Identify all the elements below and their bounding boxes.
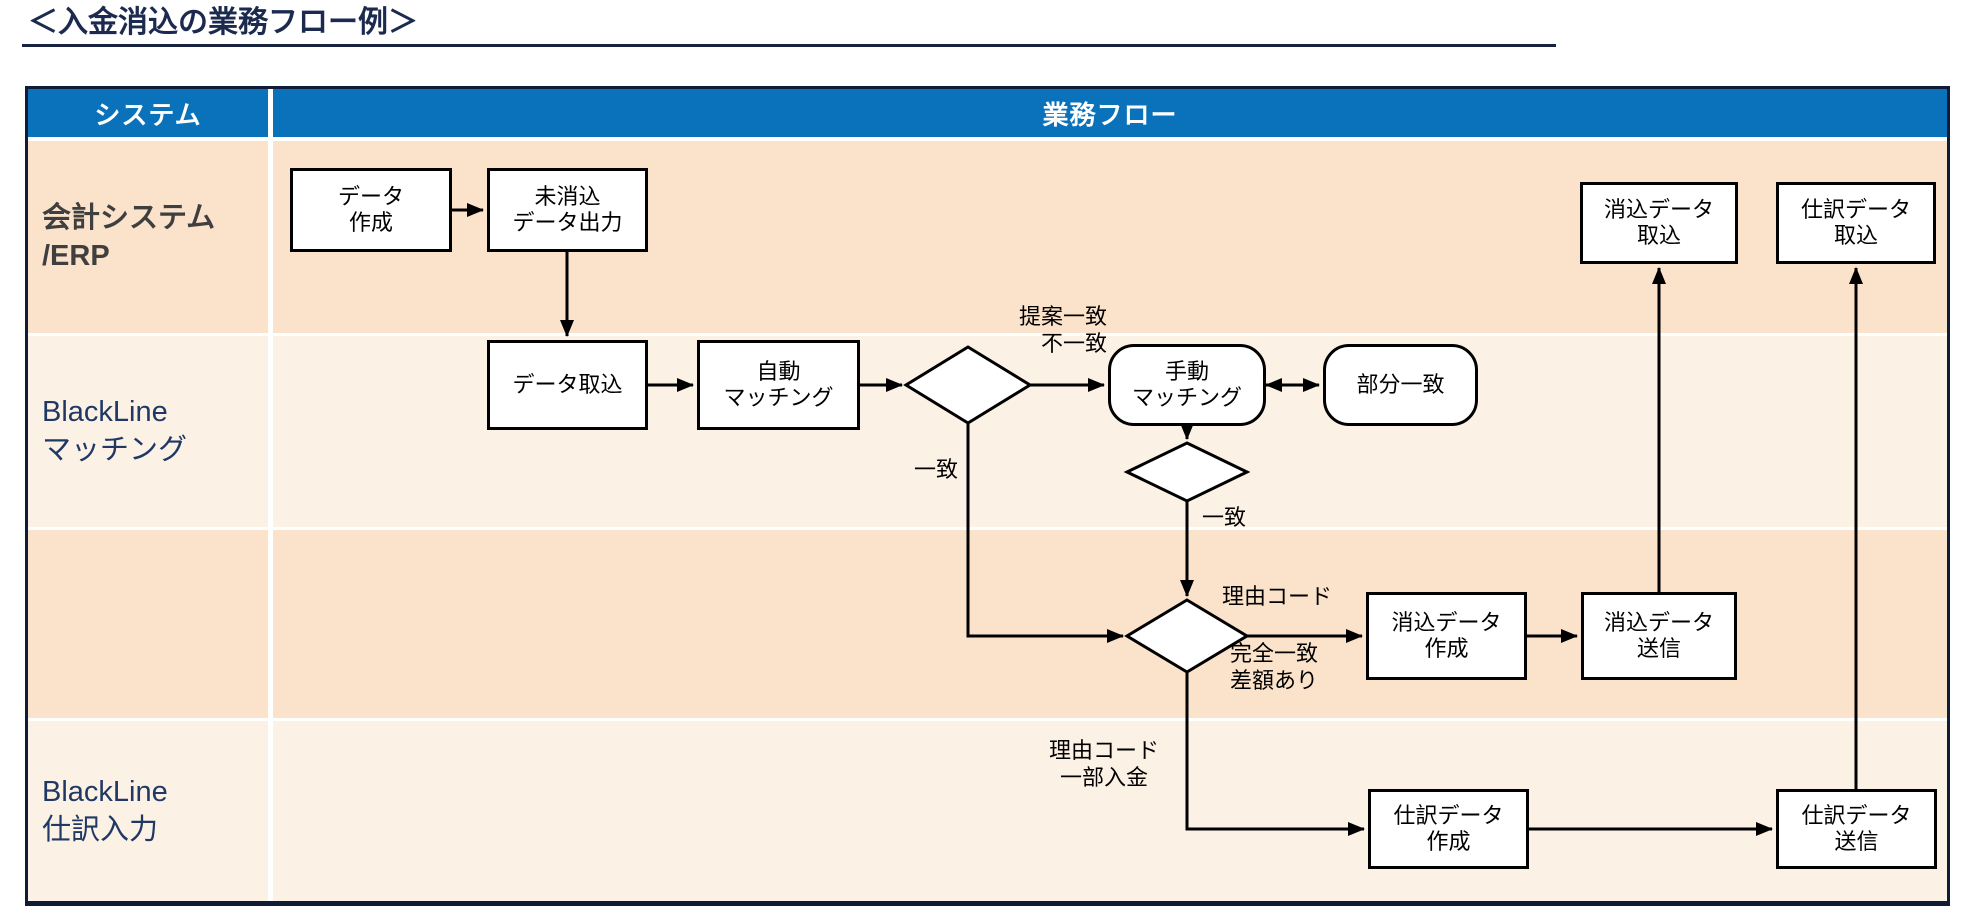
node-data-import: データ取込 — [487, 340, 648, 430]
node-auto-matching: 自動 マッチング — [697, 340, 860, 430]
lane-blackline-journal — [28, 721, 1947, 901]
label-reason-code: 理由コード — [1222, 584, 1333, 609]
lane-label-erp: 会計システム /ERP — [42, 202, 216, 272]
lane-label-blackline-matching: BlackLine マッチング — [42, 396, 188, 466]
page-title: ＜入金消込の業務フロー例＞ — [28, 6, 418, 39]
node-journal-create: 仕訳データ 作成 — [1368, 789, 1529, 869]
node-reconcile-import: 消込データ 取込 — [1580, 182, 1738, 264]
node-partial-match: 部分一致 — [1323, 344, 1478, 426]
node-journal-send: 仕訳データ 送信 — [1776, 789, 1937, 869]
page-title-block: ＜入金消込の業務フロー例＞ — [22, 4, 1556, 47]
header-flow-column: 業務フロー — [273, 89, 1947, 137]
label-proposal-match-mismatch: 提案一致 不一致 — [1018, 304, 1107, 356]
label-reason-code-partial-payment: 理由コード 一部入金 — [1048, 738, 1159, 790]
node-journal-import: 仕訳データ 取込 — [1776, 182, 1936, 264]
label-full-match-difference: 完全一致 差額あり — [1230, 641, 1319, 693]
label-match-1: 一致 — [913, 457, 958, 482]
node-unreconciled-output: 未消込 データ出力 — [487, 168, 648, 252]
label-match-2: 一致 — [1202, 505, 1247, 530]
column-divider — [268, 89, 273, 901]
lane-label-blackline-journal: BlackLine 仕訳入力 — [42, 776, 168, 846]
node-reconcile-create: 消込データ 作成 — [1366, 592, 1527, 680]
node-manual-matching: 手動 マッチング — [1108, 344, 1266, 426]
node-reconcile-send: 消込データ 送信 — [1581, 592, 1737, 680]
node-data-create: データ 作成 — [290, 168, 452, 252]
header-system-column: システム — [28, 89, 268, 137]
lane-blackline-matching — [28, 336, 1947, 527]
